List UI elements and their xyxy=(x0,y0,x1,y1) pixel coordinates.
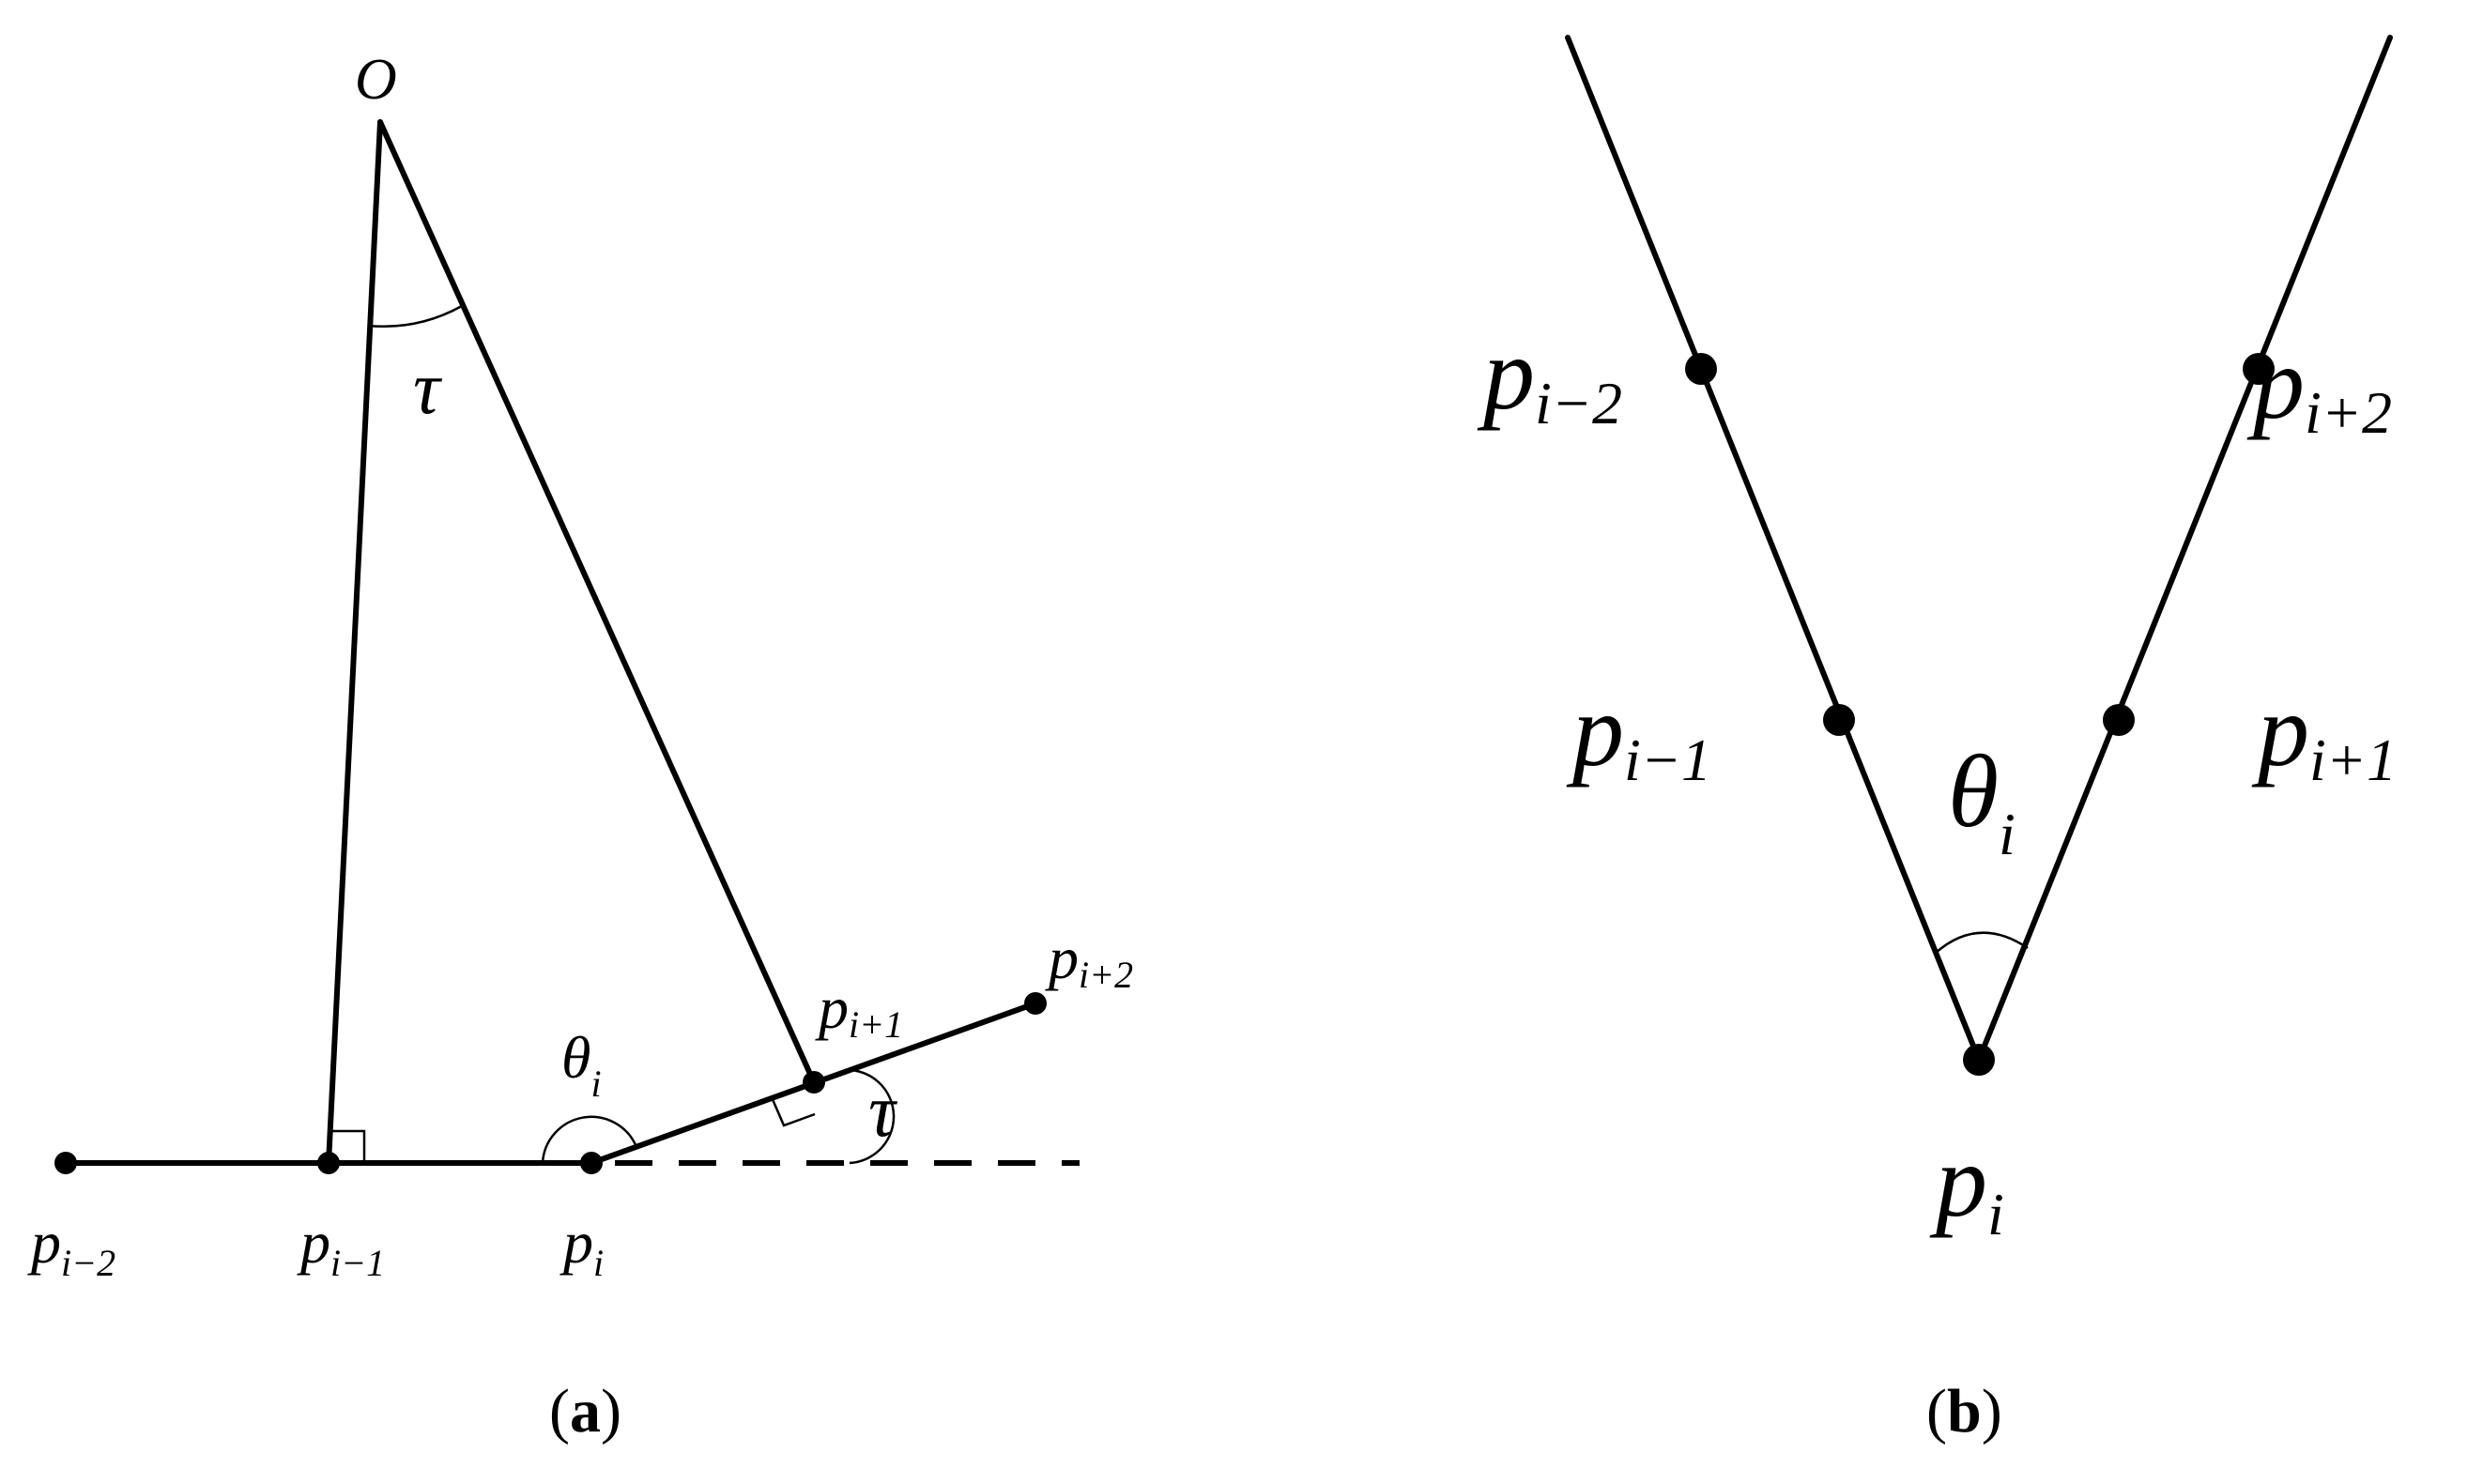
label-b-p-i: pi xyxy=(1929,1124,2004,1247)
label-p-i-2: pi−2 xyxy=(27,1209,115,1284)
point-b-p-i-plus-2 xyxy=(2243,353,2275,385)
panel-b: pi−2 pi−1 pi pi+1 pi+2 θi (b) xyxy=(1477,35,2397,1446)
point-p-i-plus-2 xyxy=(1024,992,1047,1015)
point-b-p-i xyxy=(1963,1044,1995,1076)
line-o-to-p-i-1 xyxy=(326,119,383,1166)
caption-a: (a) xyxy=(549,1377,621,1446)
label-p-i-plus-1: pi+1 xyxy=(815,974,903,1046)
tau-label-right: τ xyxy=(868,1070,898,1153)
label-b-p-i-plus-2: pi+2 xyxy=(2246,326,2392,446)
tau-arc-right xyxy=(844,1068,896,1165)
label-b-p-i-2: pi−2 xyxy=(1477,316,1622,436)
panel-a: O τ τ θi pi−2 pi−1 pi pi+1 pi+2 (a) xyxy=(27,48,1133,1446)
label-b-p-i-1: pi−1 xyxy=(1566,673,1711,793)
label-p-i-plus-2: pi+2 xyxy=(1045,925,1133,996)
apex-label: O xyxy=(355,48,397,112)
point-p-i xyxy=(580,1152,603,1174)
theta-arc-b xyxy=(1935,931,2029,954)
label-p-i-1: pi−1 xyxy=(297,1209,385,1284)
right-angle-mark-p-i-1 xyxy=(330,1129,366,1163)
point-b-p-i-plus-1 xyxy=(2103,704,2135,736)
label-p-i: pi xyxy=(559,1209,604,1284)
point-p-i-2 xyxy=(54,1152,77,1174)
theta-arc xyxy=(541,1115,638,1164)
right-arm-line xyxy=(1976,35,2393,1063)
point-p-i-plus-1 xyxy=(803,1071,825,1094)
right-angle-mark-p-i-plus-1 xyxy=(770,1096,816,1127)
left-arm-line xyxy=(1565,35,1982,1063)
caption-b: (b) xyxy=(1926,1377,2002,1446)
point-b-p-i-1 xyxy=(1823,704,1855,736)
point-p-i-1 xyxy=(317,1152,340,1174)
theta-label-b: θi xyxy=(1948,734,2016,867)
line-o-to-p-i-plus-1 xyxy=(377,119,817,1085)
point-b-p-i-2 xyxy=(1685,353,1717,385)
tau-label-top: τ xyxy=(413,347,443,430)
label-b-p-i-plus-1: pi+1 xyxy=(2251,673,2397,793)
theta-label: θi xyxy=(561,1024,602,1105)
tau-arc-top xyxy=(367,304,463,329)
